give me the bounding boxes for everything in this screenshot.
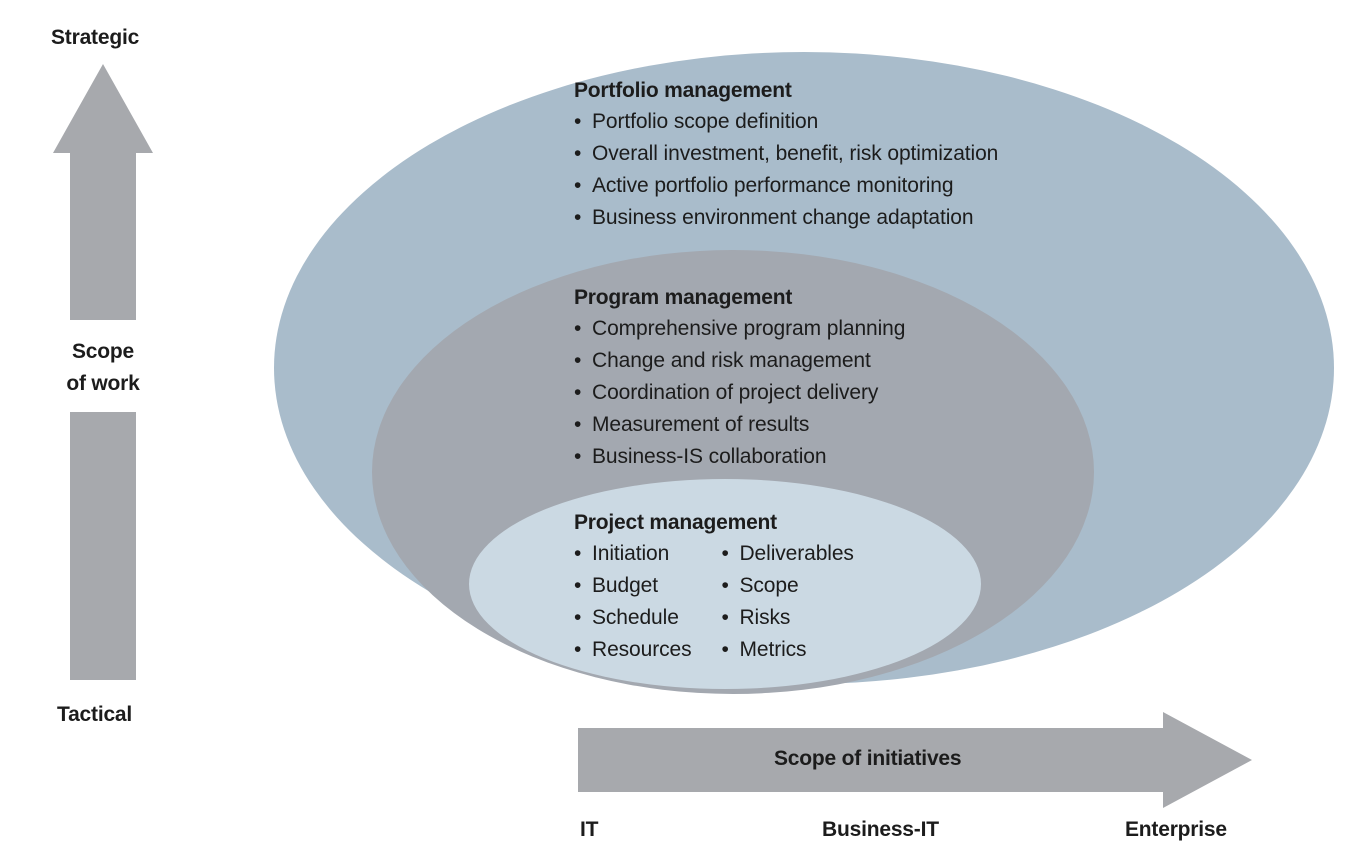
program-item: Comprehensive program planning [574, 313, 905, 345]
scope-of-work-label: Scope of work [43, 336, 163, 400]
scope-of-work-line1: Scope [71, 340, 135, 363]
project-block: Project management Initiation Budget Sch… [574, 508, 854, 666]
project-item: Risks [721, 602, 853, 634]
enterprise-label: Enterprise [1125, 818, 1227, 841]
project-item: Metrics [721, 634, 853, 666]
project-columns: Initiation Budget Schedule Resources Del… [574, 538, 854, 666]
vertical-arrow-tail [70, 412, 136, 680]
portfolio-list: Portfolio scope definition Overall inves… [574, 106, 998, 234]
project-item: Resources [574, 634, 692, 666]
tactical-label: Tactical [57, 703, 133, 726]
project-item: Budget [574, 570, 691, 602]
portfolio-item: Portfolio scope definition [574, 106, 998, 138]
portfolio-heading: Portfolio management [574, 79, 792, 102]
horizontal-arrow [578, 712, 1252, 808]
program-list: Comprehensive program planning Change an… [574, 313, 905, 473]
project-heading: Project management [574, 511, 777, 534]
program-item: Change and risk management [574, 345, 905, 377]
project-item: Deliverables [721, 538, 853, 570]
project-list-right: Deliverables Scope Risks Metrics [721, 538, 853, 666]
it-label: IT [580, 818, 599, 841]
project-item: Initiation [574, 538, 691, 570]
portfolio-block: Portfolio management Portfolio scope def… [574, 76, 998, 234]
project-list-left: Initiation Budget Schedule Resources [574, 538, 692, 666]
vertical-arrow-head [53, 64, 153, 320]
business-it-label: Business-IT [822, 818, 939, 841]
project-item: Schedule [574, 602, 691, 634]
scope-of-initiatives-label: Scope of initiatives [774, 747, 962, 770]
portfolio-item: Overall investment, benefit, risk optimi… [574, 138, 998, 170]
portfolio-item: Active portfolio performance monitoring [574, 170, 998, 202]
program-item: Coordination of project delivery [574, 377, 905, 409]
portfolio-item: Business environment change adaptation [574, 202, 998, 234]
program-block: Program management Comprehensive program… [574, 283, 905, 473]
project-item: Scope [721, 570, 853, 602]
program-item: Business-IS collaboration [574, 441, 905, 473]
strategic-label: Strategic [51, 26, 140, 49]
program-item: Measurement of results [574, 409, 905, 441]
scope-of-work-line2: of work [66, 372, 140, 395]
program-heading: Program management [574, 286, 793, 309]
